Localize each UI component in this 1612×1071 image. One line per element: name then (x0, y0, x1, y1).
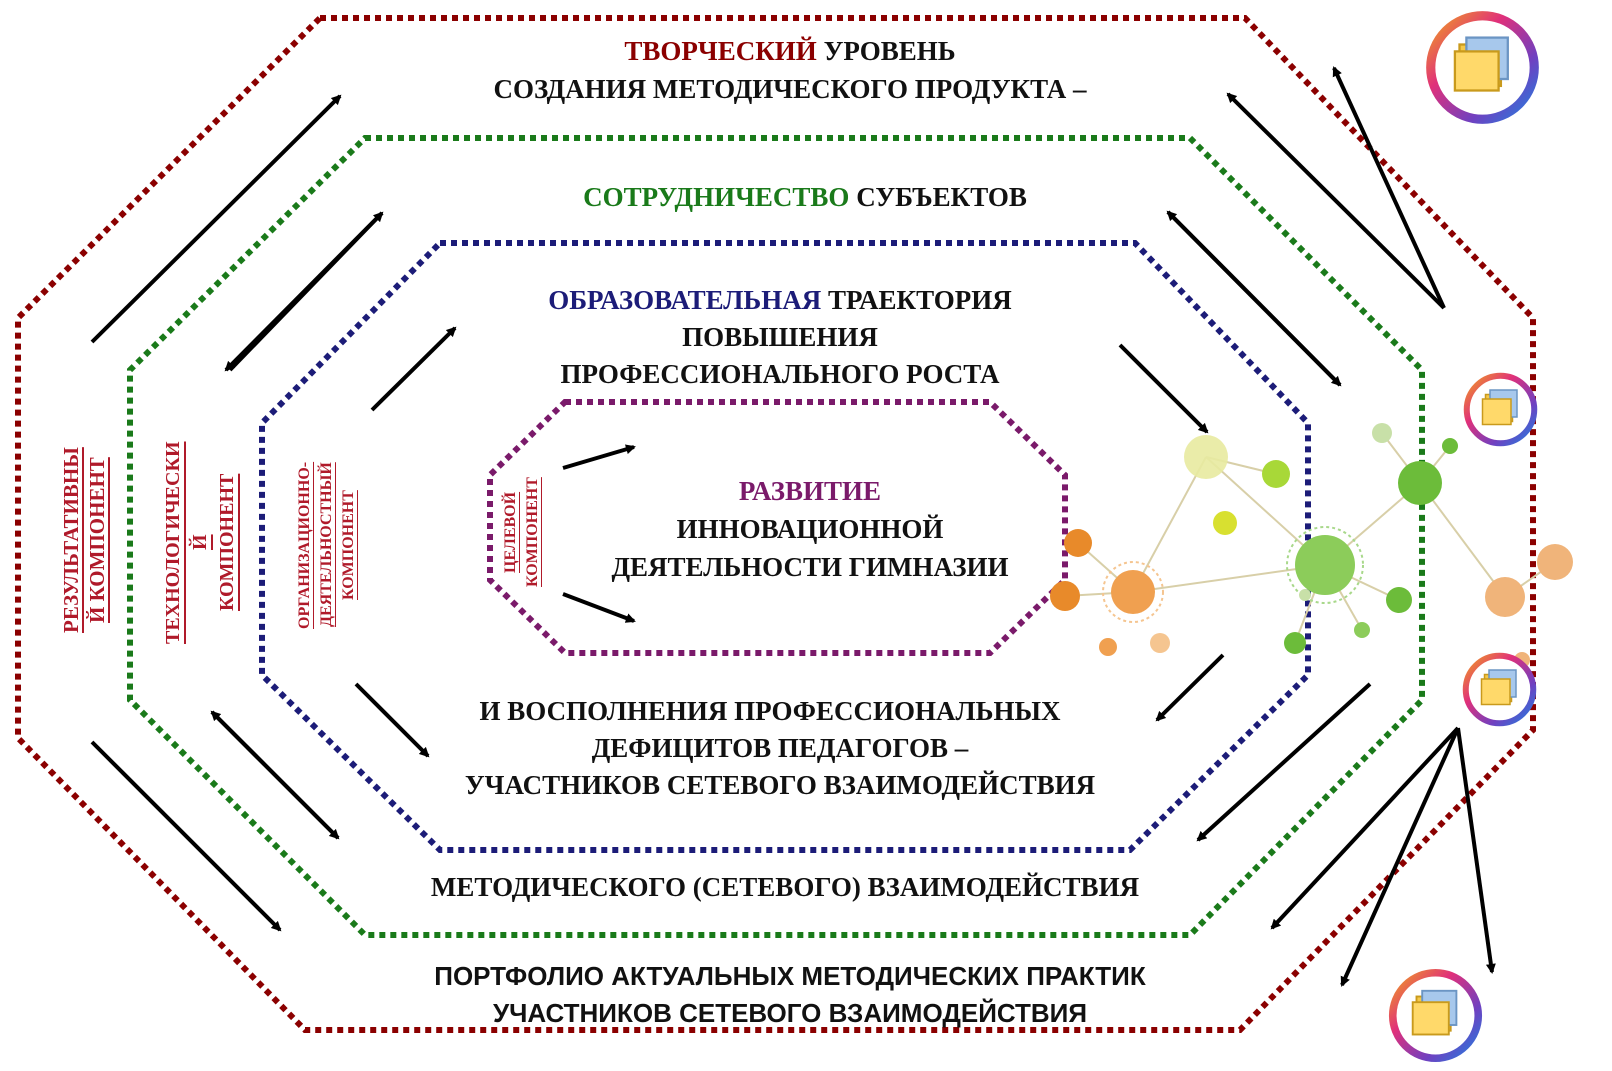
folder-icon (1393, 973, 1479, 1059)
technological-component-label: ТЕХНОЛОГИЧЕСКИ Й КОМПОНЕНТ (162, 441, 238, 644)
educational-level-title: ОБРАЗОВАТЕЛЬНАЯ ТРАЕКТОРИЯ (548, 285, 1012, 315)
frame-cooperation-level (127, 135, 1425, 938)
network-decoration (1050, 423, 1573, 668)
creative-level-title: ТВОРЧЕСКИЙ УРОВЕНЬ (624, 36, 956, 66)
creative-level-subtitle: СОЗДАНИЯ МЕТОДИЧЕСКОГО ПРОДУКТА – (493, 74, 1087, 104)
replenishment-line2: ДЕФИЦИТОВ ПЕДАГОГОВ – (591, 733, 969, 763)
cooperation-level-title: СОТРУДНИЧЕСТВО СУБЪЕКТОВ (583, 182, 1027, 212)
target-component-label: ЦЕЛЕВОЙ КОМПОНЕНТ (502, 477, 541, 588)
educational-level-line2: ПОВЫШЕНИЯ (682, 322, 878, 352)
educational-highlight: ОБРАЗОВАТЕЛЬНАЯ (548, 285, 822, 315)
resultative-component-label: РЕЗУЛЬТАТИВНЫ Й КОМПОНЕНТ (59, 447, 109, 633)
development-line2: ИННОВАЦИОННОЙ (676, 514, 944, 544)
folder-icon (1466, 656, 1534, 724)
frame-development-level (487, 399, 1068, 656)
educational-level-line3: ПРОФЕССИОНАЛЬНОГО РОСТА (560, 359, 1000, 389)
organizational-component-label: ОРГАНИЗАЦИОННО- ДЕЯТЕЛЬНОСТНЫЙ КОМПОНЕНТ (296, 461, 357, 629)
folder-icon (1467, 376, 1535, 444)
development-title: РАЗВИТИЕ (738, 476, 882, 506)
replenishment-line3: УЧАСТНИКОВ СЕТЕВОГО ВЗАИМОДЕЙСТВИЯ (464, 770, 1096, 800)
portfolio-line2: УЧАСТНИКОВ СЕТЕВОГО ВЗАИМОДЕЙСТВИЯ (492, 998, 1088, 1028)
arrows (90, 66, 1496, 987)
frame-educational-level (259, 240, 1311, 853)
development-line3: ДЕЯТЕЛЬНОСТИ ГИМНАЗИИ (611, 552, 1009, 582)
creative-highlight: ТВОРЧЕСКИЙ (624, 36, 817, 66)
folder-icon (1431, 16, 1535, 120)
replenishment-line1: И ВОСПОЛНЕНИЯ ПРОФЕССИОНАЛЬНЫХ (479, 696, 1061, 726)
frame-creative-level (15, 15, 1536, 1033)
methodical-interaction-text: МЕТОДИЧЕСКОГО (СЕТЕВОГО) ВЗАИМОДЕЙСТВИЯ (430, 872, 1140, 902)
cooperation-highlight: СОТРУДНИЧЕСТВО (583, 182, 850, 212)
portfolio-line1: ПОРТФОЛИО АКТУАЛЬНЫХ МЕТОДИЧЕСКИХ ПРАКТИ… (434, 961, 1146, 991)
